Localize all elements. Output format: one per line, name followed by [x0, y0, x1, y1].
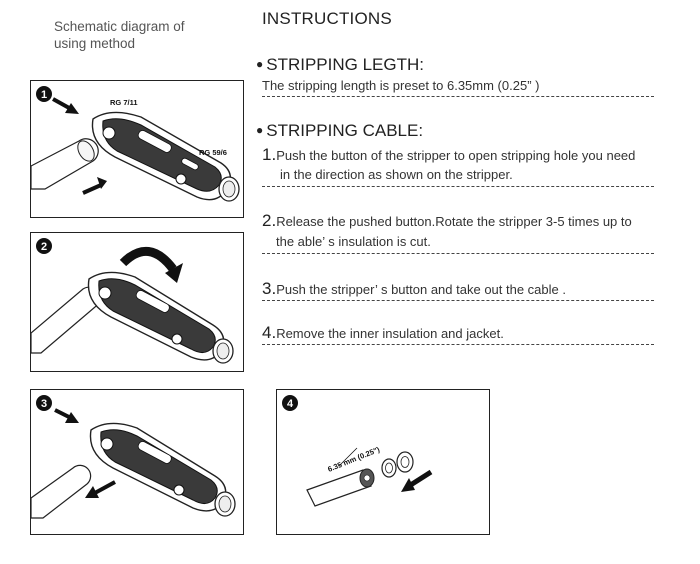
- figure-step-1: 1 RG 7/11 RG 59/6: [30, 80, 244, 218]
- stripping-length-text: The stripping length is preset to 6.35mm…: [262, 78, 540, 93]
- measure-line: [338, 447, 358, 467]
- badge-2-number: 2: [41, 241, 47, 253]
- arrow-icon: [52, 97, 79, 114]
- badge-1: 1: [36, 86, 52, 102]
- cable: [31, 464, 92, 519]
- step-number: 3.: [262, 279, 277, 298]
- stripping-cable-heading-text: STRIPPING CABLE:: [266, 121, 424, 140]
- divider: [262, 344, 654, 345]
- step-number: 1.: [262, 145, 277, 164]
- stripping-length-heading-text: STRIPPING LEGTH:: [266, 55, 424, 74]
- rotate-arrow-icon: [119, 246, 183, 283]
- divider: [262, 300, 654, 301]
- stripping-length-heading: ●STRIPPING LEGTH:: [256, 55, 424, 75]
- step-number: 2.: [262, 211, 277, 230]
- bullet-icon: ●: [256, 57, 264, 71]
- insulation-rings: [381, 451, 414, 478]
- arrow-icon: [54, 408, 79, 423]
- step-2-line2: the able’ s insulation is cut.: [276, 234, 431, 249]
- badge-2: 2: [36, 238, 52, 254]
- step-text-line1: Release the pushed button.Rotate the str…: [276, 214, 632, 229]
- instructions-title: INSTRUCTIONS: [262, 9, 392, 28]
- label-rg7-11: RG 7/11: [110, 98, 138, 107]
- step-4: 4.Remove the inner insulation and jacket…: [262, 323, 504, 343]
- stripper-tool: [87, 271, 234, 364]
- cable: [31, 138, 99, 190]
- stripper-tool: [91, 111, 240, 202]
- cable: [31, 286, 101, 354]
- step-2: 2.Release the pushed button.Rotate the s…: [262, 211, 632, 231]
- step-text-line1: Push the stripper’ s button and take out…: [276, 282, 566, 297]
- divider: [262, 253, 654, 254]
- stripping-cable-heading: ●STRIPPING CABLE:: [256, 121, 423, 141]
- measure-label: 6.35 mm (0.25"): [326, 445, 381, 474]
- badge-3: 3: [36, 395, 52, 411]
- caption-line-2: using method: [54, 36, 136, 51]
- divider: [262, 96, 654, 97]
- arrow-icon: [85, 480, 116, 498]
- step-3: 3.Push the stripper’ s button and take o…: [262, 279, 566, 299]
- caption-line-1: Schematic diagram of: [54, 19, 185, 34]
- badge-1-number: 1: [41, 89, 47, 101]
- divider: [262, 186, 654, 187]
- arrow-icon: [401, 469, 433, 492]
- label-rg59-6: RG 59/6: [199, 148, 227, 157]
- figure-step-2: 2: [30, 232, 244, 372]
- badge-4: 4: [282, 395, 298, 411]
- diagram-caption: Schematic diagram of using method: [54, 18, 224, 52]
- step-1-line2: in the direction as shown on the strippe…: [280, 167, 513, 182]
- figure-step-3: 3: [30, 389, 244, 535]
- badge-4-number: 4: [287, 398, 294, 410]
- bullet-icon: ●: [256, 123, 264, 137]
- step-1: 1.Push the button of the stripper to ope…: [262, 145, 635, 165]
- step-text-line1: Remove the inner insulation and jacket.: [276, 326, 504, 341]
- arrow-icon: [82, 177, 107, 195]
- stripper-tool: [89, 422, 236, 517]
- badge-3-number: 3: [41, 398, 47, 410]
- step-number: 4.: [262, 323, 277, 342]
- cable: [306, 468, 375, 507]
- figure-step-4: 4 6.35 mm (0.25"): [276, 389, 490, 535]
- step-text-line1: Push the button of the stripper to open …: [276, 148, 636, 163]
